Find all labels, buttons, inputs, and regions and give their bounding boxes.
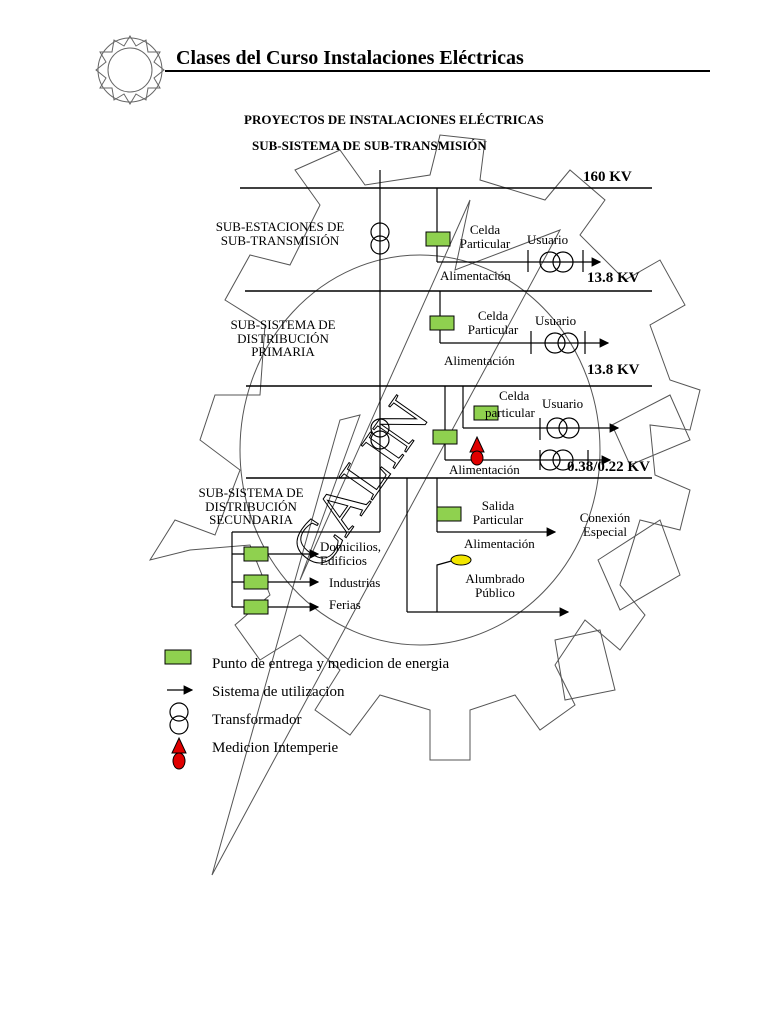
legend-label: Punto de entrega y medicion de energia: [212, 656, 450, 672]
legend-transformer-icon: [169, 702, 189, 735]
alimentacion-label: Alimentación: [440, 268, 511, 283]
conexion-especial-label: Conexión Especial: [579, 510, 631, 539]
delivery-point-icon: [243, 574, 269, 590]
delivery-point-icon: [436, 506, 462, 522]
legend-meter-icon: [171, 736, 187, 770]
load-label-industrias: Industrias: [329, 575, 381, 590]
transformer-icon: [539, 449, 574, 471]
legend-label: Transformador: [212, 712, 302, 728]
legend-label: Medicion Intemperie: [212, 740, 339, 756]
bus-voltage-label: 160 KV: [583, 169, 632, 185]
diagram-subtitle: SUB-SISTEMA DE SUB-TRANSMISIÓN: [252, 138, 487, 153]
usuario-label: Usuario: [527, 232, 569, 247]
bus-voltage-label: 13.8 KV: [587, 270, 640, 286]
delivery-point-icon: [425, 231, 451, 247]
usuario-label: Usuario: [535, 313, 577, 328]
alimentacion-label: Alimentación: [444, 353, 515, 368]
section-label-secundaria: SUB-SISTEMA DE DISTRIBUCIÓN SECUNDARIA: [198, 485, 304, 528]
logo-icon: [95, 35, 165, 105]
celda-label: Celda Particular: [459, 222, 511, 251]
street-lamp-icon: [450, 554, 472, 566]
gear-watermark: [148, 134, 701, 876]
load-label-domicilios: Domicilios, Edificios: [320, 539, 382, 568]
page-title: Clases del Curso Instalaciones Eléctrica…: [176, 47, 524, 69]
delivery-point-icon: [429, 315, 455, 331]
bus-voltage-label: 13.8 KV: [587, 362, 640, 378]
alimentacion-label: Alimentación: [449, 462, 520, 477]
delivery-point-icon: [243, 599, 269, 615]
transformer-icon: [546, 417, 580, 439]
bus-voltage-label: 0.38/0.22 KV: [567, 459, 650, 475]
load-label-ferias: Ferias: [329, 597, 361, 612]
section-label-primaria: SUB-SISTEMA DE DISTRIBUCIÓN PRIMARIA: [230, 317, 336, 360]
transformer-icon: [539, 251, 574, 273]
legend-label: Sistema de utilizacion: [212, 684, 345, 700]
celda-label: Celda Particular: [467, 308, 519, 337]
delivery-point-icon: [243, 546, 269, 562]
celda-label: Celda particular: [485, 388, 535, 420]
salida-label: Salida Particular: [472, 498, 524, 527]
transformer-icon: [370, 418, 390, 450]
legend-green-box-icon: [164, 649, 192, 665]
usuario-label: Usuario: [542, 396, 584, 411]
meter-icon: [469, 435, 485, 466]
section-label-subestaciones: SUB-ESTACIONES DE SUB-TRANSMISIÓN: [215, 219, 345, 248]
alimentacion-label: Alimentación: [464, 536, 535, 551]
transformer-icon: [544, 332, 579, 354]
delivery-point-icon: [473, 405, 499, 421]
transformer-icon: [370, 222, 390, 255]
delivery-point-icon: [432, 429, 458, 445]
load-label-alumbrado: Alumbrado Público: [465, 571, 525, 600]
diagram-title: PROYECTOS DE INSTALACIONES ELÉCTRICAS: [244, 112, 544, 127]
